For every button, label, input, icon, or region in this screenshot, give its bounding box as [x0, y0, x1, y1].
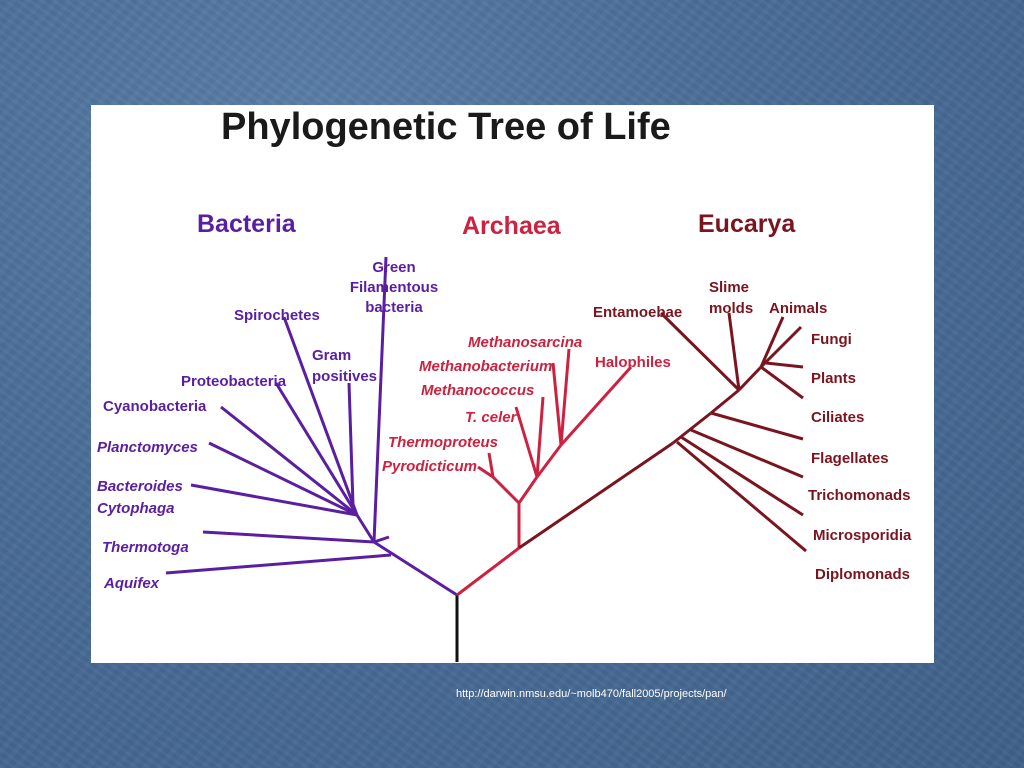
- eucarya-labels: Entamoebae Slime molds Animals Fungi Pla…: [593, 279, 912, 583]
- branch-tceler: [514, 406, 539, 478]
- branch-green-filamentous: [372, 256, 388, 543]
- branch-aquifex-junction: [373, 535, 390, 544]
- branch-cyanobacteria: [220, 405, 358, 517]
- label-tceler: T. celer: [465, 409, 518, 426]
- label-methanococcus: Methanococcus: [421, 382, 534, 399]
- branch-thermoproteus: [487, 452, 495, 478]
- branch-flagellates: [710, 411, 804, 441]
- archaea-upper-node: [517, 476, 539, 504]
- label-cyanobacteria: Cyanobacteria: [103, 398, 207, 415]
- label-methanosarcina: Methanosarcina: [468, 334, 582, 351]
- label-cytophaga: Cytophaga: [97, 500, 175, 517]
- branch-pyrodicticum: [477, 465, 494, 479]
- label-microsporidia: Microsporidia: [813, 527, 912, 544]
- archaea-main-branch: [456, 546, 520, 597]
- eucarya-stem: [672, 411, 712, 445]
- label-green-3: bacteria: [365, 299, 423, 316]
- branch-ciliates: [760, 365, 804, 400]
- branch-pyrodicticum-node: [491, 475, 521, 505]
- label-green-1: Green: [372, 259, 415, 276]
- bacteria-labels: Green Filamentous bacteria Spirochetes G…: [97, 259, 438, 592]
- label-plants: Plants: [811, 370, 856, 387]
- branch-proteobacteria: [274, 382, 359, 516]
- diagram-title: Phylogenetic Tree of Life: [221, 106, 671, 148]
- label-aquifex: Aquifex: [103, 575, 160, 592]
- label-spirochetes: Spirochetes: [234, 307, 320, 324]
- eucarya-upper-stem: [710, 388, 740, 415]
- branch-methanobacterium: [551, 362, 563, 446]
- label-pyrodicticum: Pyrodicticum: [382, 458, 477, 475]
- label-methanobacterium: Methanobacterium: [419, 358, 552, 375]
- label-trichomonads: Trichomonads: [808, 487, 911, 504]
- label-bacteroides: Bacteroides: [97, 478, 183, 495]
- branch-microsporidia: [680, 435, 804, 517]
- bacteria-main-branch: [373, 540, 458, 597]
- branch-gram-positives: [347, 382, 355, 506]
- diagram-panel: Phylogenetic Tree of Life Bacteria Archa…: [91, 105, 934, 663]
- branch-trichomonads: [690, 428, 804, 479]
- archaea-methano-node: [535, 444, 563, 478]
- eucarya-branches: [518, 311, 807, 553]
- source-url: http://darwin.nmsu.edu/~molb470/fall2005…: [456, 688, 727, 700]
- label-planctomyces: Planctomyces: [97, 439, 198, 456]
- branch-planctomyces: [208, 441, 358, 517]
- label-gram-1: Gram: [312, 347, 351, 364]
- domain-eucarya: Eucarya: [698, 210, 796, 238]
- label-thermoproteus: Thermoproteus: [388, 434, 498, 451]
- branch-aquifex: [165, 553, 392, 575]
- label-halophiles: Halophiles: [595, 354, 671, 371]
- branch-methanococcus: [535, 396, 545, 478]
- branch-plants: [765, 361, 804, 369]
- branch-halophiles: [559, 365, 633, 447]
- branch-bacteroides: [190, 483, 358, 517]
- branch-animals: [759, 316, 785, 368]
- label-entamoebae: Entamoebae: [593, 304, 682, 321]
- label-ciliates: Ciliates: [811, 409, 864, 426]
- eucarya-main-branch: [518, 441, 674, 550]
- branch-diplomonads: [676, 440, 807, 553]
- branch-methanosarcina: [559, 348, 571, 446]
- label-slime-2: molds: [709, 300, 753, 317]
- eucarya-crown-node: [737, 365, 763, 392]
- label-fungi: Fungi: [811, 331, 852, 348]
- label-green-2: Filamentous: [350, 279, 438, 296]
- branch-thermotoga: [202, 530, 375, 544]
- bacteria-inner-node: [355, 514, 376, 543]
- archaea-branches: [456, 348, 633, 597]
- label-slime-1: Slime: [709, 279, 749, 296]
- label-thermotoga: Thermotoga: [102, 539, 189, 556]
- branch-slime-molds: [727, 312, 741, 391]
- domain-bacteria: Bacteria: [197, 210, 297, 238]
- domain-archaea: Archaea: [462, 212, 562, 240]
- branch-fungi: [759, 325, 803, 369]
- bacteria-branches: [165, 256, 458, 597]
- branch-entamoebae: [659, 311, 741, 392]
- phylogenetic-tree-diagram: Phylogenetic Tree of Life Bacteria Archa…: [97, 106, 912, 662]
- label-diplomonads: Diplomonads: [815, 566, 910, 583]
- archaea-labels: Methanosarcina Methanobacterium Halophil…: [382, 334, 671, 475]
- branch-spirochetes: [282, 316, 359, 516]
- label-proteobacteria: Proteobacteria: [181, 373, 287, 390]
- label-gram-2: positives: [312, 368, 377, 385]
- label-animals: Animals: [769, 300, 827, 317]
- label-flagellates: Flagellates: [811, 450, 889, 467]
